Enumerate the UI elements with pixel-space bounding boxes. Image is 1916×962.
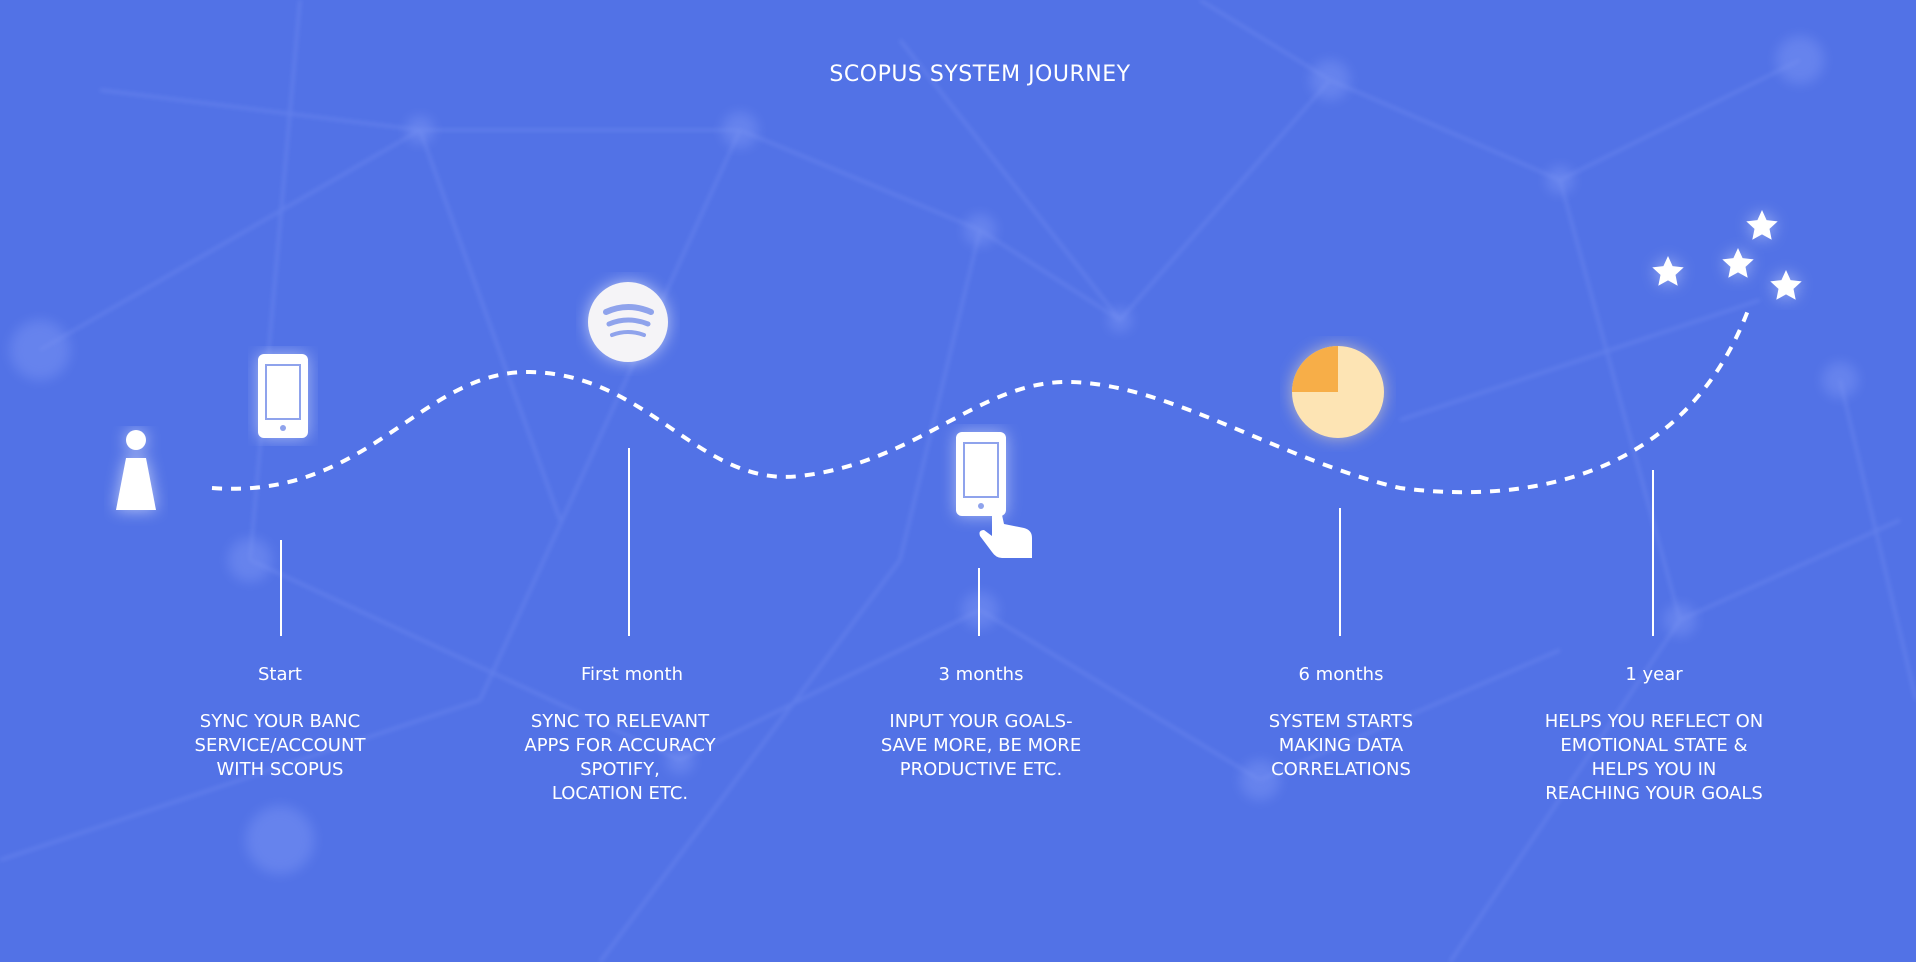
stage-label: 3 months bbox=[938, 664, 1024, 685]
stage-connector bbox=[1652, 470, 1654, 636]
stage-label: 1 year bbox=[1625, 664, 1683, 685]
stage-connector bbox=[978, 568, 980, 636]
stars-icon bbox=[1652, 210, 1802, 300]
stage-description: SYNC TO RELEVANT APPS FOR ACCURACY SPOTI… bbox=[524, 711, 716, 804]
stage-connector bbox=[1339, 508, 1341, 636]
stage-description: INPUT YOUR GOALS- SAVE MORE, BE MORE PRO… bbox=[880, 711, 1082, 780]
page-title: SCOPUS SYSTEM JOURNEY bbox=[829, 62, 1131, 87]
stage-label: First month bbox=[580, 664, 684, 685]
stage-label: 6 months bbox=[1298, 664, 1384, 685]
person-icon bbox=[116, 430, 156, 510]
stage-description: HELPS YOU REFLECT ON EMOTIONAL STATE & H… bbox=[1544, 711, 1764, 804]
smartphone-icon bbox=[258, 354, 308, 438]
stage-description: SYSTEM STARTS MAKING DATA CORRELATIONS bbox=[1268, 711, 1414, 780]
pie-chart-icon bbox=[1292, 346, 1384, 438]
stage-label: Start bbox=[258, 664, 302, 685]
spotify-icon bbox=[588, 282, 668, 362]
phone-tap-icon bbox=[956, 432, 1032, 558]
stage-connector bbox=[280, 540, 282, 636]
stage-description: SYNC YOUR BANC SERVICE/ACCOUNT WITH SCOP… bbox=[194, 711, 366, 780]
stage-connector bbox=[628, 448, 630, 636]
